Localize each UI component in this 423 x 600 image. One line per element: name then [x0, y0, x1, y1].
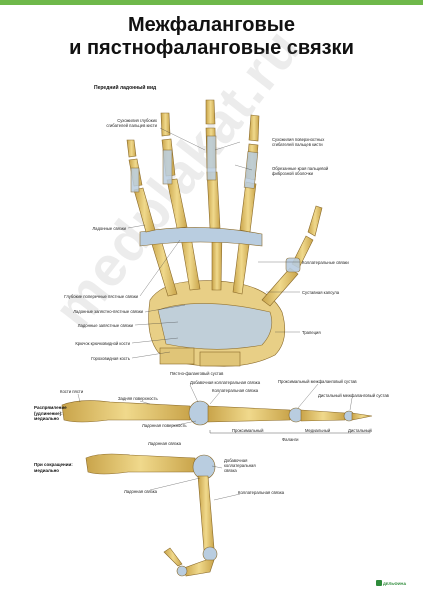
- metacarpal-2: [149, 235, 178, 297]
- forearm-radius: [199, 351, 241, 367]
- sheath-index: [243, 151, 259, 189]
- label-extended-line1: Распрямление: [34, 405, 67, 410]
- phalanges-bracket: [209, 430, 371, 434]
- label-deep-flexor-line2: сгибателей пальцев кисти: [106, 123, 157, 128]
- label-deep-flexor-line1: Сухожилия глубоких: [117, 118, 157, 123]
- label-superficial-flexor-line1: Сухожилия поверхностных: [272, 137, 325, 142]
- label-flexed-accessory-line2: коллатеральная: [224, 463, 256, 468]
- poster-title: Межфаланговые и пястнофаланговые связки: [0, 14, 423, 60]
- label-superficial-flexor: Сухожилия поверхностных сгибателей пальц…: [272, 137, 324, 147]
- flex-dip-capsule: [176, 565, 188, 577]
- label-collateral: Коллатеральные связки: [302, 260, 349, 265]
- label-fibrous-sheath: Обрезанные края пальцевой фиброзной обол…: [272, 166, 328, 176]
- finger-leader-lines: [77, 383, 353, 501]
- label-pisiform: Гороховидная кость: [91, 356, 130, 361]
- publisher-logo: ДЕЛЬФИНА: [383, 581, 407, 586]
- label-mcp-joint: Пястно-фаланговый сустав: [170, 371, 224, 376]
- label-carpometacarpal: Ладонные запястно-пястные связки: [73, 309, 143, 314]
- label-palmar-carpal: Ладонные запястные связки: [77, 323, 133, 328]
- label-extended-line3: медиально: [34, 416, 60, 421]
- finger-flexed: [85, 453, 218, 577]
- label-collateral-ligament: Коллатеральная связка: [212, 388, 259, 393]
- label-fibrous-sheath-line2: фиброзной оболочки: [272, 171, 313, 176]
- title-line-1: Межфаланговые: [127, 14, 295, 36]
- label-deep-transverse: Глубокие поперечные пястные связки: [64, 294, 138, 299]
- flex-proximal-phalanx: [197, 475, 215, 551]
- label-palmar-ligaments: Ладонные связки: [92, 226, 126, 231]
- metacarpal-5: [232, 235, 251, 295]
- forearm-ulna: [159, 347, 195, 365]
- finger-little-dist: [126, 139, 137, 158]
- label-flexed-line2: медиально: [34, 467, 60, 473]
- sheath-ring: [162, 149, 173, 185]
- label-middle: Медиальный: [305, 428, 331, 433]
- flex-mcp-capsule: [192, 454, 216, 480]
- finger-extended: [61, 400, 373, 434]
- hand-leader-lines: [127, 127, 300, 359]
- title-line-2: и пястнофаланговые связки: [69, 37, 354, 59]
- label-flexed-line1: При сокращении:: [34, 462, 73, 467]
- finger-little-prox: [133, 187, 156, 233]
- top-accent-bar: [0, 0, 423, 5]
- view-label: Передний ладонный вид: [94, 85, 157, 91]
- label-palmar-surface: Ладонная поверхность: [142, 423, 187, 428]
- thumb-capsule: [285, 257, 301, 273]
- label-flexed-palmar-ligament: Ладонная связка: [124, 489, 157, 494]
- finger-middle-dist: [205, 99, 216, 125]
- label-flexed-accessory-line1: Добавочная: [224, 458, 248, 463]
- label-extended-side: Распрямление (удлинение): медиально: [34, 405, 67, 422]
- label-distal: Дистальный: [348, 428, 372, 433]
- label-superficial-flexor-line2: сгибателей пальцев кисти: [272, 142, 323, 147]
- logo-icon: [376, 580, 382, 586]
- label-posterior-surface: Задняя поверхность: [118, 396, 158, 401]
- finger-index-dist: [248, 114, 260, 142]
- flex-middle-phalanx: [183, 559, 215, 577]
- label-flexed-accessory-line3: связка: [224, 468, 237, 473]
- flex-metacarpal: [85, 453, 196, 475]
- thumb-metacarpal: [261, 267, 299, 307]
- label-fibrous-sheath-line1: Обрезанные края пальцевой: [272, 166, 329, 171]
- ext-metacarpal: [61, 400, 191, 423]
- label-deep-flexor: Сухожилия глубоких сгибателей пальцев ки…: [62, 118, 157, 128]
- label-dip-joint: Дистальный межфаланговый сустав: [318, 393, 389, 398]
- label-flexed-collateral: Коллатеральная связка: [238, 490, 285, 495]
- label-pip-joint: Проксимальный межфаланговый сустав: [278, 379, 357, 384]
- finger-ring-prox: [166, 178, 188, 229]
- finger-index-prox: [239, 181, 257, 233]
- carpal-ligaments: [157, 303, 273, 350]
- flex-distal-phalanx: [163, 547, 183, 567]
- label-palmar-ligament: Ладонная связка: [148, 441, 181, 446]
- ext-proximal-phalanx: [207, 405, 291, 423]
- flex-pip-capsule: [202, 546, 218, 562]
- label-flexed-accessory: Добавочная коллатеральная связка: [224, 458, 256, 473]
- label-phalanges: Фаланги: [282, 437, 299, 442]
- label-hamate-hook: Крючок крючковидной кости: [75, 341, 130, 346]
- label-extended-line2: (удлинение):: [34, 410, 63, 416]
- finger-middle-prox: [206, 171, 221, 229]
- ext-distal-phalanx: [351, 412, 373, 421]
- label-flexed-side: При сокращении: медиально: [34, 462, 73, 473]
- label-trapezium: Трапеция: [302, 330, 321, 335]
- finger-ring-dist: [160, 112, 171, 137]
- ext-middle-phalanx: [300, 409, 346, 422]
- sheath-middle: [206, 135, 217, 181]
- sheath-little: [130, 167, 140, 193]
- hand-skeleton: [126, 99, 323, 367]
- label-metacarpal-bone: Кости пясти: [60, 389, 84, 394]
- label-proximal: Проксимальный: [232, 428, 264, 433]
- thumb-dist: [307, 205, 323, 237]
- label-accessory-collateral: Добавочная коллатеральная связка: [190, 380, 261, 385]
- label-capsule: Суставная капсула: [302, 290, 340, 295]
